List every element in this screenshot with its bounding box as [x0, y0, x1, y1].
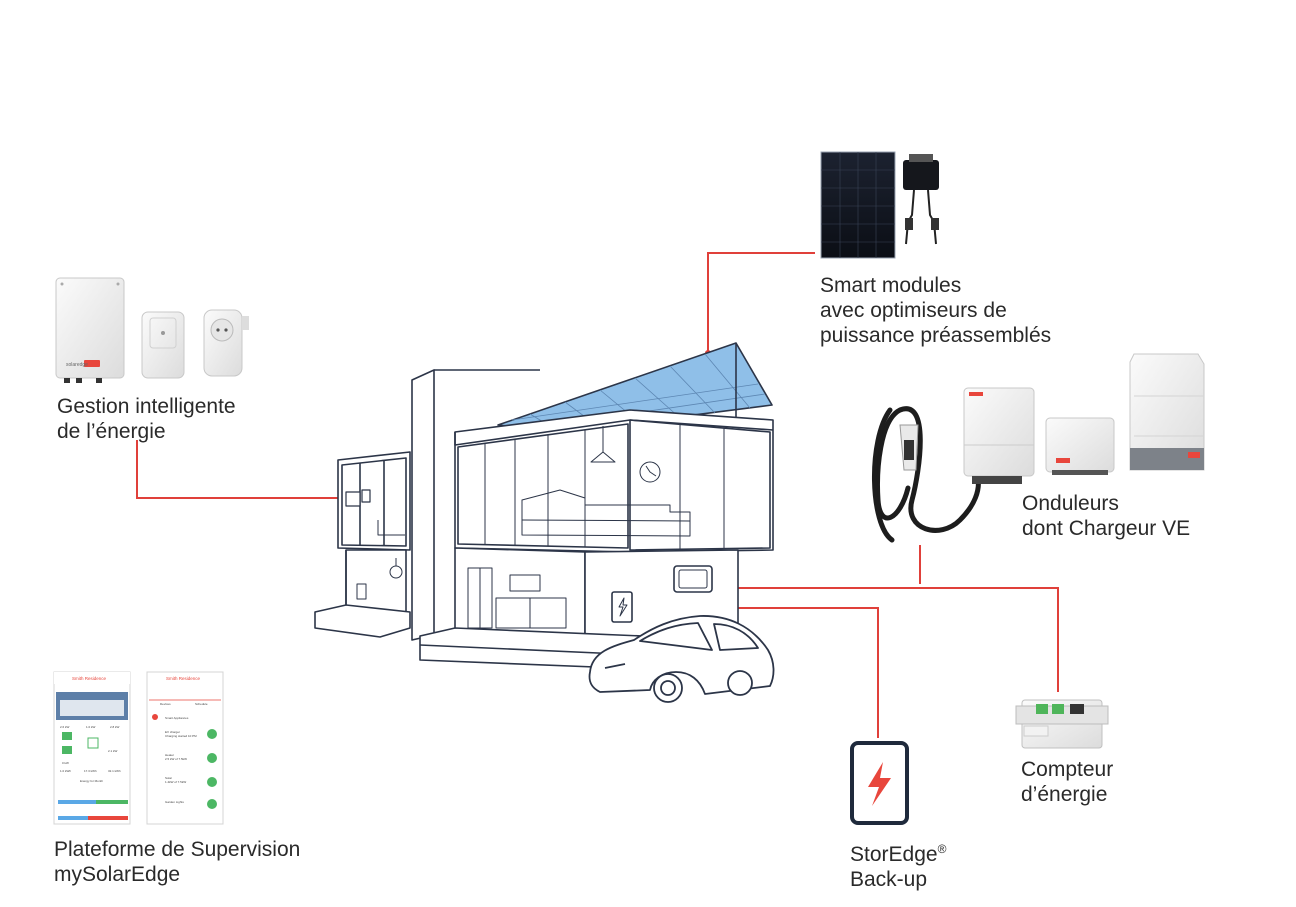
house-illustration [314, 342, 774, 669]
inverter-ev-image [963, 387, 1035, 484]
ev-connector-image [899, 424, 919, 471]
inverter-small-image [1045, 417, 1115, 475]
inverter-three-phase-image [1129, 353, 1205, 471]
svg-text:Solar: Solar [165, 776, 172, 780]
svg-text:Smart Appliances: Smart Appliances [165, 716, 189, 720]
svg-text:17.3 kWh: 17.3 kWh [84, 769, 97, 773]
app-screen-devices: Smith Residence Devices Schedule Smart A… [146, 671, 224, 825]
svg-text:Devices: Devices [160, 702, 171, 706]
label-smart-modules: Smart modules avec optimiseurs de puissa… [820, 274, 1052, 347]
svg-text:2.8 kW: 2.8 kW [110, 725, 120, 729]
svg-text:32.1 kWh: 32.1 kWh [108, 769, 121, 773]
power-optimizer-image [903, 154, 939, 245]
connector-modules [707, 252, 815, 353]
smart-switch-box-image: solaredge [55, 277, 125, 383]
label-energy-management: Gestion intelligente de l’énergie [57, 395, 236, 443]
label-meter: Compteur d’énergie [1021, 758, 1114, 806]
svg-text:2.6 kW: 2.6 kW [60, 725, 70, 729]
svg-text:0 kW: 0 kW [62, 761, 69, 765]
svg-text:Energy for Month: Energy for Month [80, 779, 103, 783]
smart-plug-image [203, 309, 249, 377]
connector-meter [718, 587, 1059, 692]
svg-text:2.5 kW of 7.5kW: 2.5 kW of 7.5kW [165, 757, 187, 761]
svg-text:Schedule: Schedule [195, 702, 208, 706]
wall-switch-image [141, 311, 185, 379]
storedge-battery-icon [850, 741, 909, 825]
label-platform: Plateforme de Supervision mySolarEdge [54, 838, 301, 886]
connector-energy-management [136, 440, 345, 499]
label-storedge: StorEdge® Back-up [850, 842, 947, 891]
car-illustration [588, 615, 775, 703]
svg-text:Garden Lights: Garden Lights [165, 800, 184, 804]
brand-logo-text: solaredge [66, 362, 88, 368]
ev-charger-cable-image [871, 406, 981, 543]
svg-text:1.0 kWh: 1.0 kWh [60, 769, 71, 773]
svg-text:EV charger: EV charger [165, 730, 180, 734]
svg-text:Charging started 10 PM: Charging started 10 PM [165, 734, 197, 738]
svg-text:1.4kW of 7.5kW: 1.4kW of 7.5kW [165, 780, 186, 784]
solar-panel-image [820, 151, 896, 259]
svg-text:1.0 kW: 1.0 kW [86, 725, 96, 729]
svg-text:2.1 kW: 2.1 kW [108, 749, 118, 753]
app-title-left: Smith Residence [72, 676, 107, 681]
svg-text:Heater: Heater [165, 753, 174, 757]
energy-meter-image [1015, 699, 1109, 749]
label-inverters: Onduleurs dont Chargeur VE [1022, 492, 1191, 540]
app-screen-dashboard: Smith Residence 2.6 kW 1.0 kW 2.8 kW 0 k… [53, 671, 131, 825]
app-title-right: Smith Residence [166, 676, 201, 681]
